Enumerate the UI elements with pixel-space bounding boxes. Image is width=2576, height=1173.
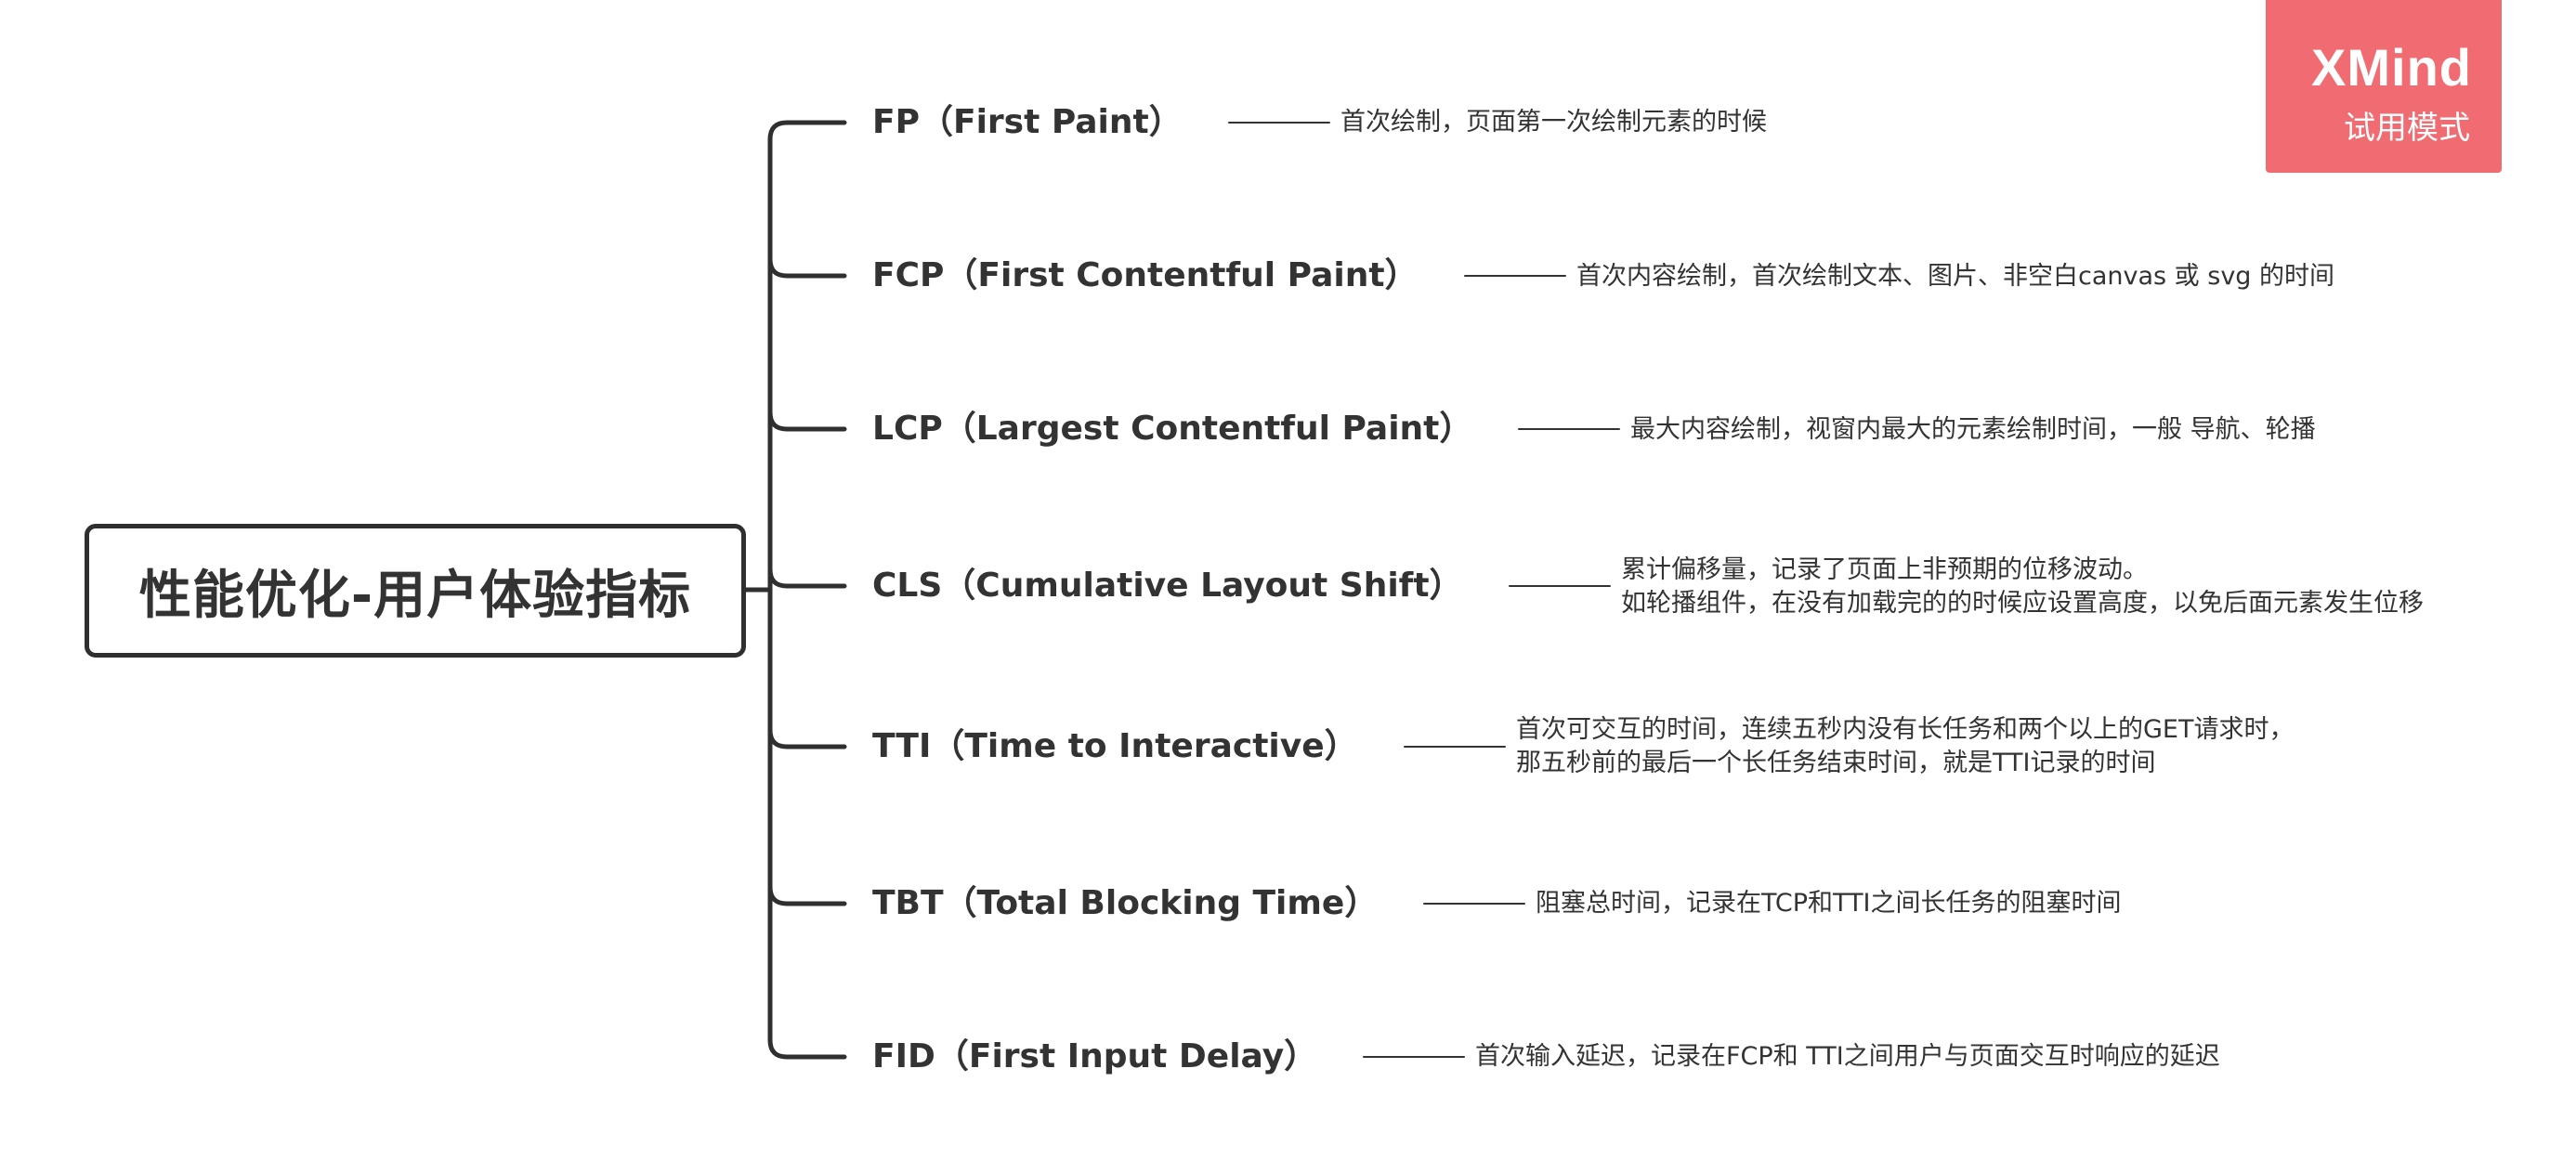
branch-connector [767, 120, 847, 142]
watermark-subtitle: 试用模式 [2344, 110, 2470, 147]
topic-fid[interactable]: FID（First Input Delay） [872, 1037, 1318, 1075]
topic-tbt[interactable]: TBT（Total Blocking Time） [872, 884, 1379, 922]
subtopic-fp-desc[interactable]: 首次绘制，页面第一次绘制元素的时候 [1340, 106, 1767, 139]
subtopic-lcp-desc[interactable]: 最大内容绘制，视窗内最大的元素绘制时间，一般 导航、轮播 [1630, 413, 2316, 447]
topic-lcp[interactable]: LCP（Largest Contentful Paint） [872, 410, 1473, 448]
topic-fcp[interactable]: FCP（First Contentful Paint） [872, 256, 1419, 294]
xmind-trial-watermark: XMind 试用模式 [2266, 0, 2502, 173]
desc-line: 首次可交互的时间，连续五秒内没有长任务和两个以上的GET请求时， [1516, 715, 2295, 744]
desc-line: 如轮播组件，在没有加载完的的时候应设置高度，以免后面元素发生位移 [1621, 589, 2424, 618]
desc-line: 首次内容绘制，首次绘制文本、图片、非空白canvas 或 svg 的时间 [1576, 262, 2335, 291]
subtopic-tti-desc[interactable]: 首次可交互的时间，连续五秒内没有长任务和两个以上的GET请求时， 那五秒前的最后… [1516, 713, 2294, 780]
topic-cls[interactable]: CLS（Cumulative Layout Shift） [872, 567, 1463, 605]
subtopic-tbt-desc[interactable]: 阻塞总时间，记录在TCP和TTI之间长任务的阻塞时间 [1536, 887, 2122, 920]
desc-line: 累计偏移量，记录了页面上非预期的位移波动。 [1621, 555, 2148, 584]
branch-connector [767, 884, 847, 906]
topic-tti[interactable]: TTI（Time to Interactive） [872, 727, 1358, 765]
subtopic-cls-desc[interactable]: 累计偏移量，记录了页面上非预期的位移波动。 如轮播组件，在没有加载完的的时候应设… [1621, 554, 2424, 620]
topic-fp[interactable]: FP（First Paint） [872, 103, 1183, 141]
branch-connector [767, 727, 847, 749]
subtopic-fid-desc[interactable]: 首次输入延迟，记录在FCP和 TTI之间用户与页面交互时响应的延迟 [1475, 1040, 2220, 1074]
desc-line: 最大内容绘制，视窗内最大的元素绘制时间，一般 导航、轮播 [1630, 415, 2316, 444]
central-topic[interactable]: 性能优化-用户体验指标 [85, 524, 746, 658]
watermark-title: XMind [2311, 38, 2472, 97]
branch-connector [767, 256, 847, 279]
branch-connector [767, 567, 847, 589]
central-topic-label: 性能优化-用户体验指标 [138, 565, 692, 626]
desc-line: 首次输入延迟，记录在FCP和 TTI之间用户与页面交互时响应的延迟 [1475, 1042, 2220, 1071]
desc-line: 那五秒前的最后一个长任务结束时间，就是TTI记录的时间 [1516, 749, 2156, 777]
subtopic-fcp-desc[interactable]: 首次内容绘制，首次绘制文本、图片、非空白canvas 或 svg 的时间 [1576, 260, 2334, 293]
desc-line: 首次绘制，页面第一次绘制元素的时候 [1340, 108, 1767, 137]
branch-connector [767, 1037, 847, 1060]
branch-connector [767, 410, 847, 432]
desc-line: 阻塞总时间，记录在TCP和TTI之间长任务的阻塞时间 [1536, 889, 2122, 918]
